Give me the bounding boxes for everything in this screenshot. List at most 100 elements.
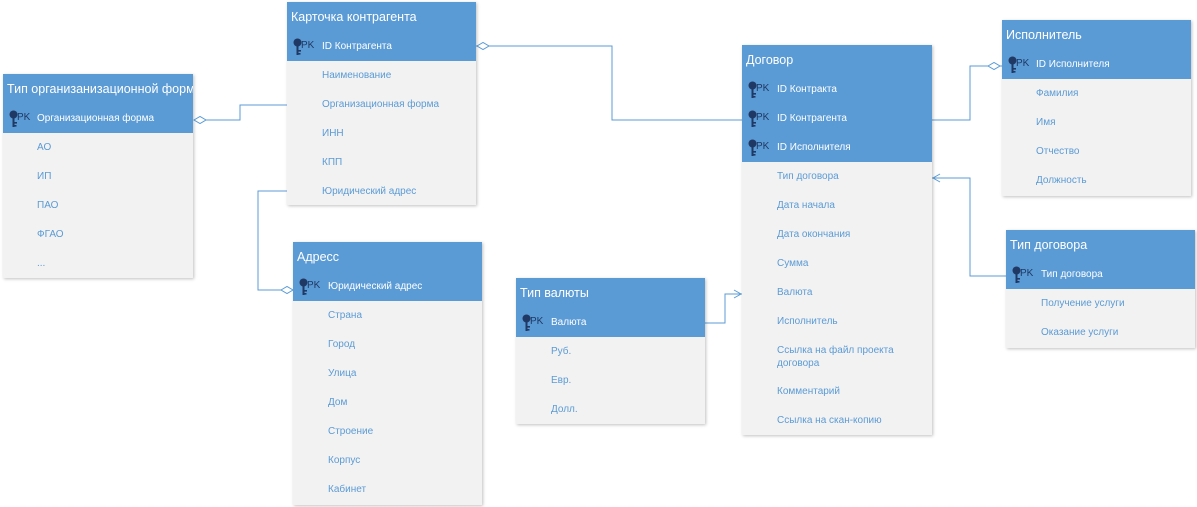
field-row[interactable]: Наименование [287,61,476,90]
field-label: Ссылка на скан-копию [777,415,882,426]
field-row[interactable]: Исполнитель [742,307,932,336]
field-row[interactable]: Дата окончания [742,220,932,249]
connector-counterparty-to-address [257,190,293,291]
field-row[interactable]: Кабинет [293,475,482,504]
diamond-endpoint [987,61,1001,71]
field-label: Дата окончания [777,229,851,240]
field-label: Валюта [551,317,587,328]
field-label: Получение услуги [1041,298,1125,309]
field-label: Должность [1036,175,1087,186]
field-row[interactable]: Руб. [516,337,705,366]
field-row[interactable]: Ссылка на скан-копию [742,406,932,435]
diamond-endpoint [280,285,294,295]
pk-row[interactable]: PK Организационная форма [3,104,193,133]
field-row[interactable]: Комментарий [742,377,932,406]
field-row[interactable]: Получение услуги [1006,289,1195,318]
pk-marker: PK [756,141,770,152]
key-icon: PK [1011,266,1039,284]
entity-address[interactable]: Адресс PK Юридический адрес Страна Город… [293,242,482,505]
pk-marker: PK [301,40,315,51]
field-label: Юридический адрес [322,186,417,197]
field-label: ПАО [37,200,59,211]
field-row[interactable]: Евр. [516,366,705,395]
pk-row[interactable]: PK Тип договора [1006,260,1195,289]
diamond-endpoint [476,41,490,51]
field-row[interactable]: Фамилия [1002,79,1191,108]
field-row[interactable]: Улица [293,359,482,388]
pk-row[interactable]: PK Валюта [516,308,705,337]
pk-row[interactable]: PK Юридический адрес [293,272,482,301]
pk-row[interactable]: PK ID Исполнителя [742,133,932,162]
field-label: ... [37,258,46,269]
field-label: АО [37,142,52,153]
pk-row[interactable]: PK ID Контрагента [287,32,476,61]
key-icon: PK [8,110,36,128]
field-row[interactable]: Ссылка на файл проекта договора [742,336,932,377]
entity-executor[interactable]: Исполнитель PK ID Исполнителя Фамилия Им… [1002,20,1191,196]
connector-contract-type-to-contract [932,177,1006,277]
entity-currency-type[interactable]: Тип валюты PK Валюта Руб. Евр. Долл. [516,278,705,424]
field-row[interactable]: АО [3,133,193,162]
field-label: Исполнитель [777,316,838,327]
pk-row[interactable]: PK ID Контрагента [742,104,932,133]
field-row[interactable]: Дом [293,388,482,417]
connector-counterparty-to-contract [476,45,742,121]
key-icon: PK [747,139,775,157]
pk-marker: PK [17,112,31,123]
key-icon: PK [521,314,549,332]
field-label: Фамилия [1036,88,1079,99]
entity-counterparty-card[interactable]: Карточка контрагента PK ID Контрагента Н… [287,2,476,205]
connector-currency-to-contract [705,293,742,324]
field-label: Организационная форма [322,99,440,110]
entity-title: Адресс [293,242,482,272]
entity-contract[interactable]: Договор PK ID Контракта PK ID Контрагент… [742,45,932,435]
field-row[interactable]: Долл. [516,395,705,424]
field-label: Кабинет [328,484,367,495]
field-row[interactable]: Оказание услуги [1006,318,1195,347]
field-row[interactable]: Дата начала [742,191,932,220]
field-row[interactable]: КПП [287,148,476,177]
field-label: Улица [328,368,357,379]
field-row[interactable]: Сумма [742,249,932,278]
entity-org-form-type[interactable]: Тип организанизационной формы PK Организ… [3,74,193,278]
field-label: Город [328,339,356,350]
field-row[interactable]: Строение [293,417,482,446]
entity-contract-type[interactable]: Тип договора PK Тип договора Получение у… [1006,230,1195,348]
field-label: Комментарий [777,386,840,397]
field-row[interactable]: Тип договора [742,162,932,191]
field-row[interactable]: Организационная форма [287,90,476,119]
field-row[interactable]: ИП [3,162,193,191]
field-label: Строение [328,426,374,437]
field-row[interactable]: Страна [293,301,482,330]
entity-title: Договор [742,45,932,75]
arrow-endpoint [733,289,743,299]
field-row[interactable]: ... [3,249,193,278]
field-row[interactable]: ФГАО [3,220,193,249]
connector-org-form-to-counterparty [195,104,287,121]
field-row[interactable]: ПАО [3,191,193,220]
entity-title: Тип договора [1006,230,1195,260]
field-row[interactable]: ИНН [287,119,476,148]
field-row[interactable]: Имя [1002,108,1191,137]
field-row[interactable]: Юридический адрес [287,177,476,206]
field-row[interactable]: Отчество [1002,137,1191,166]
field-label: ФГАО [37,229,64,240]
pk-marker: PK [307,280,321,291]
field-label: Долл. [551,404,578,415]
field-label: Отчество [1036,146,1080,157]
pk-marker: PK [756,112,770,123]
field-row[interactable]: Должность [1002,166,1191,195]
pk-row[interactable]: PK ID Исполнителя [1002,50,1191,79]
pk-row[interactable]: PK ID Контракта [742,75,932,104]
field-row[interactable]: Город [293,330,482,359]
pk-marker: PK [1020,268,1034,279]
field-label: Дом [328,397,348,408]
field-label: Евр. [551,375,572,386]
field-label: Руб. [551,346,572,357]
field-label: Наименование [322,70,392,81]
field-row[interactable]: Корпус [293,446,482,475]
field-label: Оказание услуги [1041,327,1119,338]
field-row[interactable]: Валюта [742,278,932,307]
key-icon: PK [747,81,775,99]
